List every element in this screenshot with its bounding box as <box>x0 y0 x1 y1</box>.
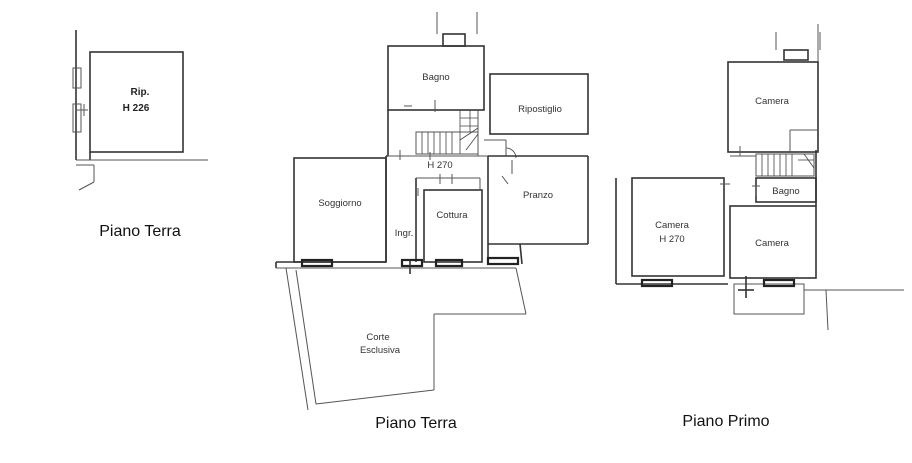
room-label-esclusiva: Esclusiva <box>360 345 401 356</box>
room-label-camera-top: Camera <box>755 96 790 107</box>
room-label-rip: Rip. <box>131 87 150 98</box>
room-label-cottura: Cottura <box>436 210 468 221</box>
room-label-camera-left: Camera <box>655 220 690 231</box>
room-label-ripostiglio: Ripostiglio <box>518 104 562 115</box>
room-label-camera-right: Camera <box>755 238 790 249</box>
room-label-rip-height: H 226 <box>123 103 150 114</box>
room-label-camera-left-height: H 270 <box>659 234 684 245</box>
caption-piano-terra-small: Piano Terra <box>99 223 181 240</box>
ground-floor-storage-plan: Rip. H 226 <box>72 30 208 191</box>
caption-piano-primo: Piano Primo <box>682 413 769 430</box>
ground-floor-main-plan: Bagno Ripostiglio H 270 Soggiorno Ingr. … <box>275 12 589 411</box>
room-label-corte: Corte <box>366 332 389 343</box>
room-label-bagno: Bagno <box>422 72 449 83</box>
room-label-ingr: Ingr. <box>395 228 414 239</box>
room-label-soggiorno: Soggiorno <box>318 198 361 209</box>
first-floor-plan: Camera Bagno Camera H 270 Camera <box>615 24 904 331</box>
caption-piano-terra-main: Piano Terra <box>375 415 457 432</box>
room-label-pranzo: Pranzo <box>523 190 553 201</box>
room-label-h270: H 270 <box>427 160 452 171</box>
room-label-bagno-first: Bagno <box>772 186 799 197</box>
